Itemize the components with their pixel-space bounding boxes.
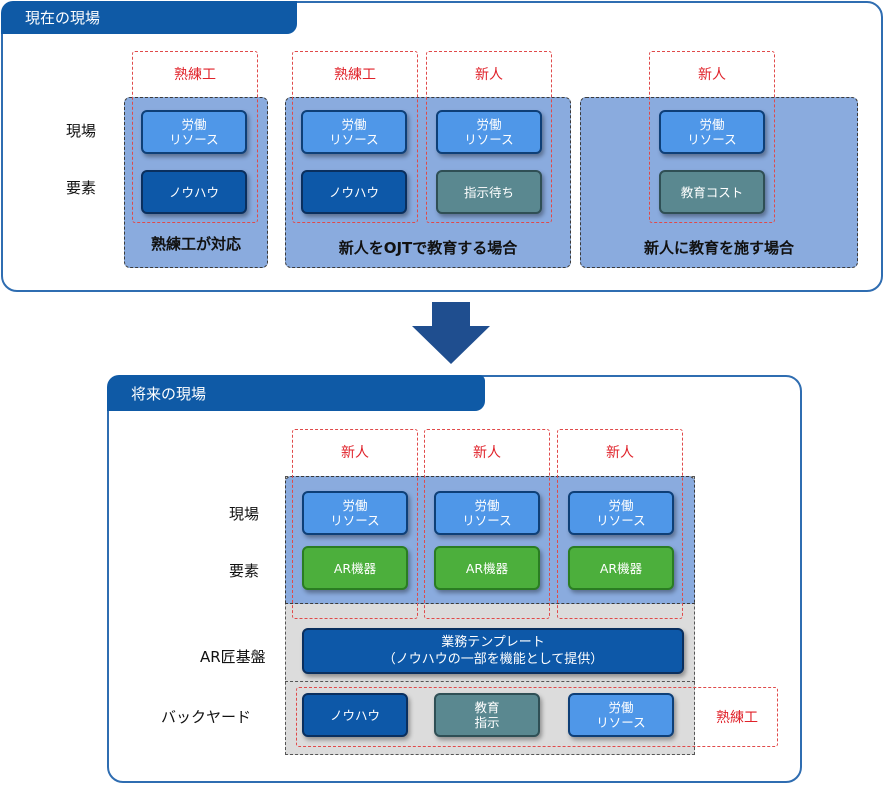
- worker-label-3: 新人: [606, 445, 634, 461]
- future-title: 将来の現場: [107, 375, 485, 411]
- backyard-divider: [285, 681, 695, 682]
- labor-resource-box: 労働 リソース: [141, 110, 247, 154]
- worker-label-2: 熟練工: [334, 67, 376, 83]
- worker-column-2: [424, 429, 550, 619]
- labor-resource-box: 労働 リソース: [568, 491, 674, 535]
- business-template-title: 業務テンプレート: [441, 635, 545, 650]
- worker-column-1: [132, 51, 258, 223]
- skilled-worker-group: [296, 687, 778, 747]
- row-label-youso: 要素: [66, 179, 97, 197]
- worker-label-2: 新人: [473, 445, 501, 461]
- knowhow-box: ノウハウ: [302, 693, 408, 737]
- group-training-label: 新人に教育を施す場合: [643, 239, 794, 257]
- row-label-genba: 現場: [66, 122, 97, 140]
- labor-resource-box: 労働 リソース: [302, 491, 408, 535]
- labor-resource-box: 労働 リソース: [436, 110, 542, 154]
- knowhow-box: ノウハウ: [301, 170, 407, 214]
- worker-column-3: [557, 429, 683, 619]
- worker-label-1: 熟練工: [174, 67, 216, 83]
- training-cost-box: 教育コスト: [659, 170, 765, 214]
- ar-device-box: AR機器: [568, 546, 674, 590]
- worker-column-1: [292, 429, 418, 619]
- worker-column-4: [649, 51, 775, 223]
- ar-device-box: AR機器: [302, 546, 408, 590]
- worker-label-3: 新人: [475, 67, 503, 83]
- row-label-ar-platform: AR匠基盤: [200, 648, 266, 666]
- skilled-worker-label: 熟練工: [716, 710, 758, 726]
- labor-resource-box: 労働 リソース: [301, 110, 407, 154]
- business-template-box: 業務テンプレート （ノウハウの一部を機能として提供）: [302, 628, 684, 674]
- training-instructions-box: 教育 指示: [434, 693, 540, 737]
- row-label-backyard: バックヤード: [161, 708, 252, 726]
- labor-resource-box: 労働 リソース: [434, 491, 540, 535]
- group-ojt-label: 新人をOJTで教育する場合: [338, 239, 518, 257]
- worker-column-3: [426, 51, 552, 223]
- knowhow-box: ノウハウ: [141, 170, 247, 214]
- current-title: 現在の現場: [1, 1, 297, 34]
- down-arrow-icon: [412, 302, 490, 364]
- worker-label-4: 新人: [698, 67, 726, 83]
- labor-resource-box: 労働 リソース: [659, 110, 765, 154]
- group-skilled-label: 熟練工が対応: [150, 235, 241, 253]
- waiting-instructions-box: 指示待ち: [436, 170, 542, 214]
- worker-label-1: 新人: [341, 445, 369, 461]
- ar-device-box: AR機器: [434, 546, 540, 590]
- row-label-youso: 要素: [229, 562, 260, 580]
- business-template-subtitle: （ノウハウの一部を機能として提供）: [382, 652, 604, 667]
- worker-column-2: [292, 51, 418, 223]
- labor-resource-box: 労働 リソース: [568, 693, 674, 737]
- row-label-genba: 現場: [229, 505, 260, 523]
